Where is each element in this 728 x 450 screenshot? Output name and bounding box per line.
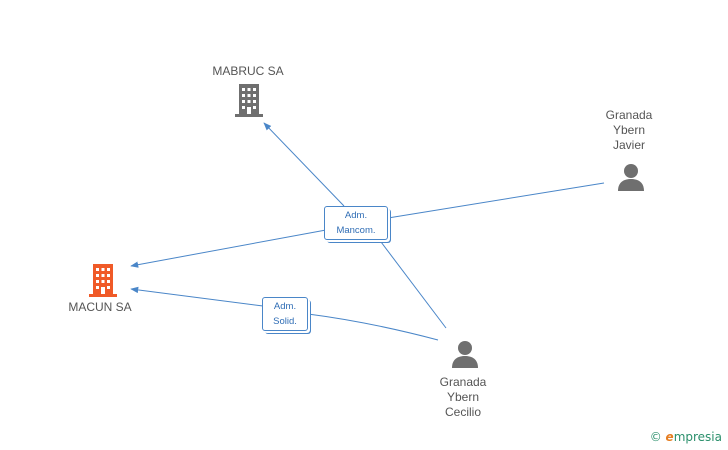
edge-mancom-to-macun: [130, 229, 327, 268]
building-icon[interactable]: [234, 82, 264, 118]
edge-mancom-to-mabruc: [263, 122, 345, 207]
edge-label-solid[interactable]: Adm. Solid.: [262, 297, 308, 331]
empresia-logo[interactable]: © empresia: [650, 430, 722, 444]
node-label-cecilio[interactable]: Granada Ybern Cecilio: [439, 375, 487, 419]
person-icon[interactable]: [616, 162, 646, 192]
copyright-symbol: ©: [649, 430, 662, 444]
node-label-mabruc[interactable]: MABRUC SA: [212, 64, 284, 78]
person-icon[interactable]: [450, 339, 480, 369]
brand-name: mpresia: [673, 430, 722, 444]
node-label-javier[interactable]: Granada Ybern Javier: [605, 108, 653, 152]
building-icon[interactable]: [88, 262, 118, 298]
edge-javier-to-mancom: [387, 182, 605, 219]
edge-cecilio-to-solid: [307, 313, 439, 341]
edge-cecilio-to-mancom: [377, 237, 447, 329]
node-label-macun[interactable]: MACUN SA: [68, 300, 132, 314]
edge-solid-to-macun: [130, 286, 264, 307]
edge-label-mancom[interactable]: Adm. Mancom.: [324, 206, 388, 240]
brand-initial: e: [665, 430, 674, 444]
